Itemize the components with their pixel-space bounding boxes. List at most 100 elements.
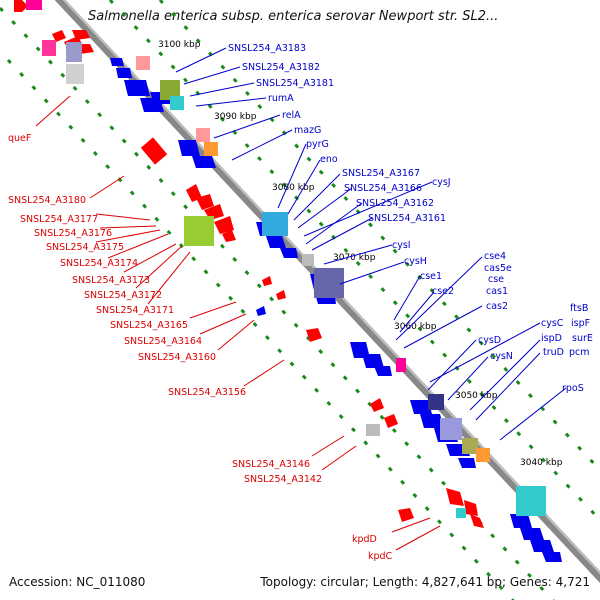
feature-forward [196, 194, 214, 210]
feature-block [184, 216, 214, 246]
tick-label: 3040 kbp [520, 458, 563, 468]
feature-block [366, 424, 380, 436]
gene-label: SNSL254_A3176 [34, 228, 112, 239]
gene-label: pyrG [306, 139, 329, 150]
feature-reverse [110, 58, 124, 66]
gene-label: ftsB [570, 303, 588, 314]
gene-label: rumA [268, 93, 294, 104]
gene-label: cysJ [432, 177, 451, 188]
gene-label: cysC [541, 318, 564, 329]
gene-label: cas1 [486, 286, 508, 297]
gene-label: SNSL254_A3172 [84, 290, 162, 301]
gene-label: queF [8, 133, 31, 144]
gene-label: SNSL254_A3177 [20, 214, 98, 225]
feature-block [440, 418, 462, 440]
feature-forward [446, 488, 464, 506]
feature-forward [470, 514, 484, 528]
feature-block [516, 486, 546, 516]
gene-label: cysI [392, 240, 411, 251]
gene-label: cas5e [484, 263, 512, 274]
gene-label: ispD [541, 333, 562, 344]
feature-block [456, 508, 466, 518]
feature-forward [306, 328, 322, 342]
feature-block [160, 80, 180, 100]
gene-label: SNSL254_A3173 [72, 275, 150, 286]
feature-block [476, 448, 490, 462]
gene-label: mazG [294, 125, 321, 136]
gene-label: cse4 [484, 251, 506, 262]
feature-reverse [530, 540, 554, 552]
tick-label: 3090 kbp [214, 112, 257, 122]
tick-label: 3060 kbp [394, 322, 437, 332]
gene-label: cse2 [432, 286, 454, 297]
feature-block [262, 212, 288, 236]
gene-label: SNSL254_A3160 [138, 352, 216, 363]
gene-label: cysN [490, 351, 513, 362]
feature-forward [140, 137, 168, 165]
tick-label: 3070 kbp [333, 253, 376, 263]
tick-label: 3080 kbp [272, 183, 315, 193]
tick-label: 3100 kbp [158, 40, 201, 50]
gene-label: SNSL254_A3165 [110, 320, 188, 331]
gene-label: eno [320, 154, 338, 165]
gene-label: SNSL254_A3182 [242, 62, 320, 73]
feature-block [26, 0, 42, 10]
gene-label: cysH [404, 256, 427, 267]
gene-label: kpdD [352, 534, 377, 545]
feature-block [170, 96, 184, 110]
gene-label: kpdC [368, 551, 393, 562]
feature-reverse [362, 354, 384, 368]
accession-text: Accession: NC_011080 [9, 575, 146, 589]
feature-reverse [420, 414, 444, 428]
feature-reverse [124, 80, 150, 96]
feature-forward [214, 216, 234, 234]
feature-block [196, 128, 210, 142]
feature-reverse [192, 156, 216, 168]
gene-label: SNSL254_A3164 [124, 336, 202, 347]
gene-label: cas2 [486, 301, 508, 312]
feature-forward [14, 0, 28, 12]
feature-reverse [542, 552, 562, 562]
gene-label: SNSL254_A3142 [244, 474, 322, 485]
feature-block [66, 64, 84, 84]
gene-label: cse [488, 274, 504, 285]
feature-forward [464, 500, 478, 516]
feature-forward [262, 276, 272, 286]
gene-label: SNSL254_A3180 [8, 195, 86, 206]
map-title: Salmonella enterica subsp. enterica sero… [88, 9, 499, 24]
feature-forward [384, 414, 398, 428]
feature-reverse [458, 458, 476, 468]
feature-forward [398, 508, 414, 522]
feature-block [302, 254, 314, 266]
feature-block [42, 40, 56, 56]
gene-label: SNSL254_A3183 [228, 43, 306, 54]
feature-block [204, 142, 218, 156]
gene-label: pcm [569, 347, 590, 358]
feature-forward [222, 230, 236, 242]
feature-reverse [374, 366, 392, 376]
gene-label: surE [572, 333, 593, 344]
gene-label: relA [282, 110, 301, 121]
gene-label: SNSL254_A3181 [256, 78, 334, 89]
feature-reverse [410, 400, 432, 414]
tick-label: 3050 kbp [455, 391, 498, 401]
gene-label: SNSL254_A3162 [356, 198, 434, 209]
feature-reverse [520, 528, 544, 540]
feature-reverse [116, 68, 132, 78]
feature-reverse [178, 140, 200, 156]
feature-reverse [256, 306, 266, 316]
gene-label: SNSL254_A3174 [60, 258, 138, 269]
feature-forward [370, 398, 384, 412]
gene-label: SNSL254_A3161 [368, 213, 446, 224]
gene-label: truD [543, 347, 564, 358]
feature-reverse [280, 248, 298, 258]
summary-text: Topology: circular; Length: 4,827,641 bp… [260, 575, 590, 589]
feature-block [314, 268, 344, 298]
feature-forward [72, 30, 90, 40]
gene-label: SNSL254_A3175 [46, 242, 124, 253]
feature-block [462, 438, 478, 454]
feature-reverse [266, 236, 286, 248]
feature-block [428, 394, 444, 410]
gene-label: ispF [571, 318, 590, 329]
feature-forward [276, 290, 286, 300]
